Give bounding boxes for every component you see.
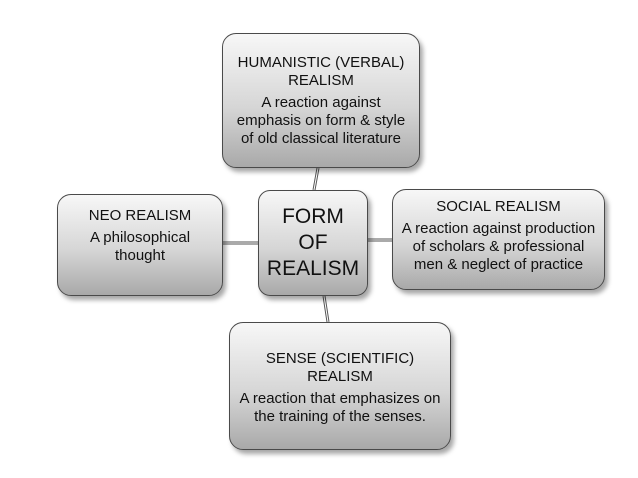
node-humanistic-realism: HUMANISTIC (VERBAL) REALISM A reaction a… [222, 33, 420, 168]
node-title: SENSE (SCIENTIFIC) REALISM [265, 350, 415, 385]
node-description: A philosophical thought [89, 229, 191, 264]
node-description: A reaction against production of scholar… [401, 220, 596, 273]
node-title: SOCIAL REALISM [436, 198, 561, 215]
node-center-form-of-realism: FORM OF REALISM [258, 190, 368, 296]
center-title: FORM OF REALISM [266, 205, 360, 280]
node-title: HUMANISTIC (VERBAL) REALISM [237, 54, 405, 89]
node-social-realism: SOCIAL REALISM A reaction against produc… [392, 189, 605, 290]
node-description: A reaction that emphasizes on the traini… [239, 390, 441, 425]
node-sense-realism: SENSE (SCIENTIFIC) REALISM A reaction th… [229, 322, 451, 450]
node-title: NEO REALISM [88, 207, 192, 224]
node-neo-realism: NEO REALISM A philosophical thought [57, 194, 223, 296]
node-description: A reaction against emphasis on form & st… [236, 94, 406, 147]
